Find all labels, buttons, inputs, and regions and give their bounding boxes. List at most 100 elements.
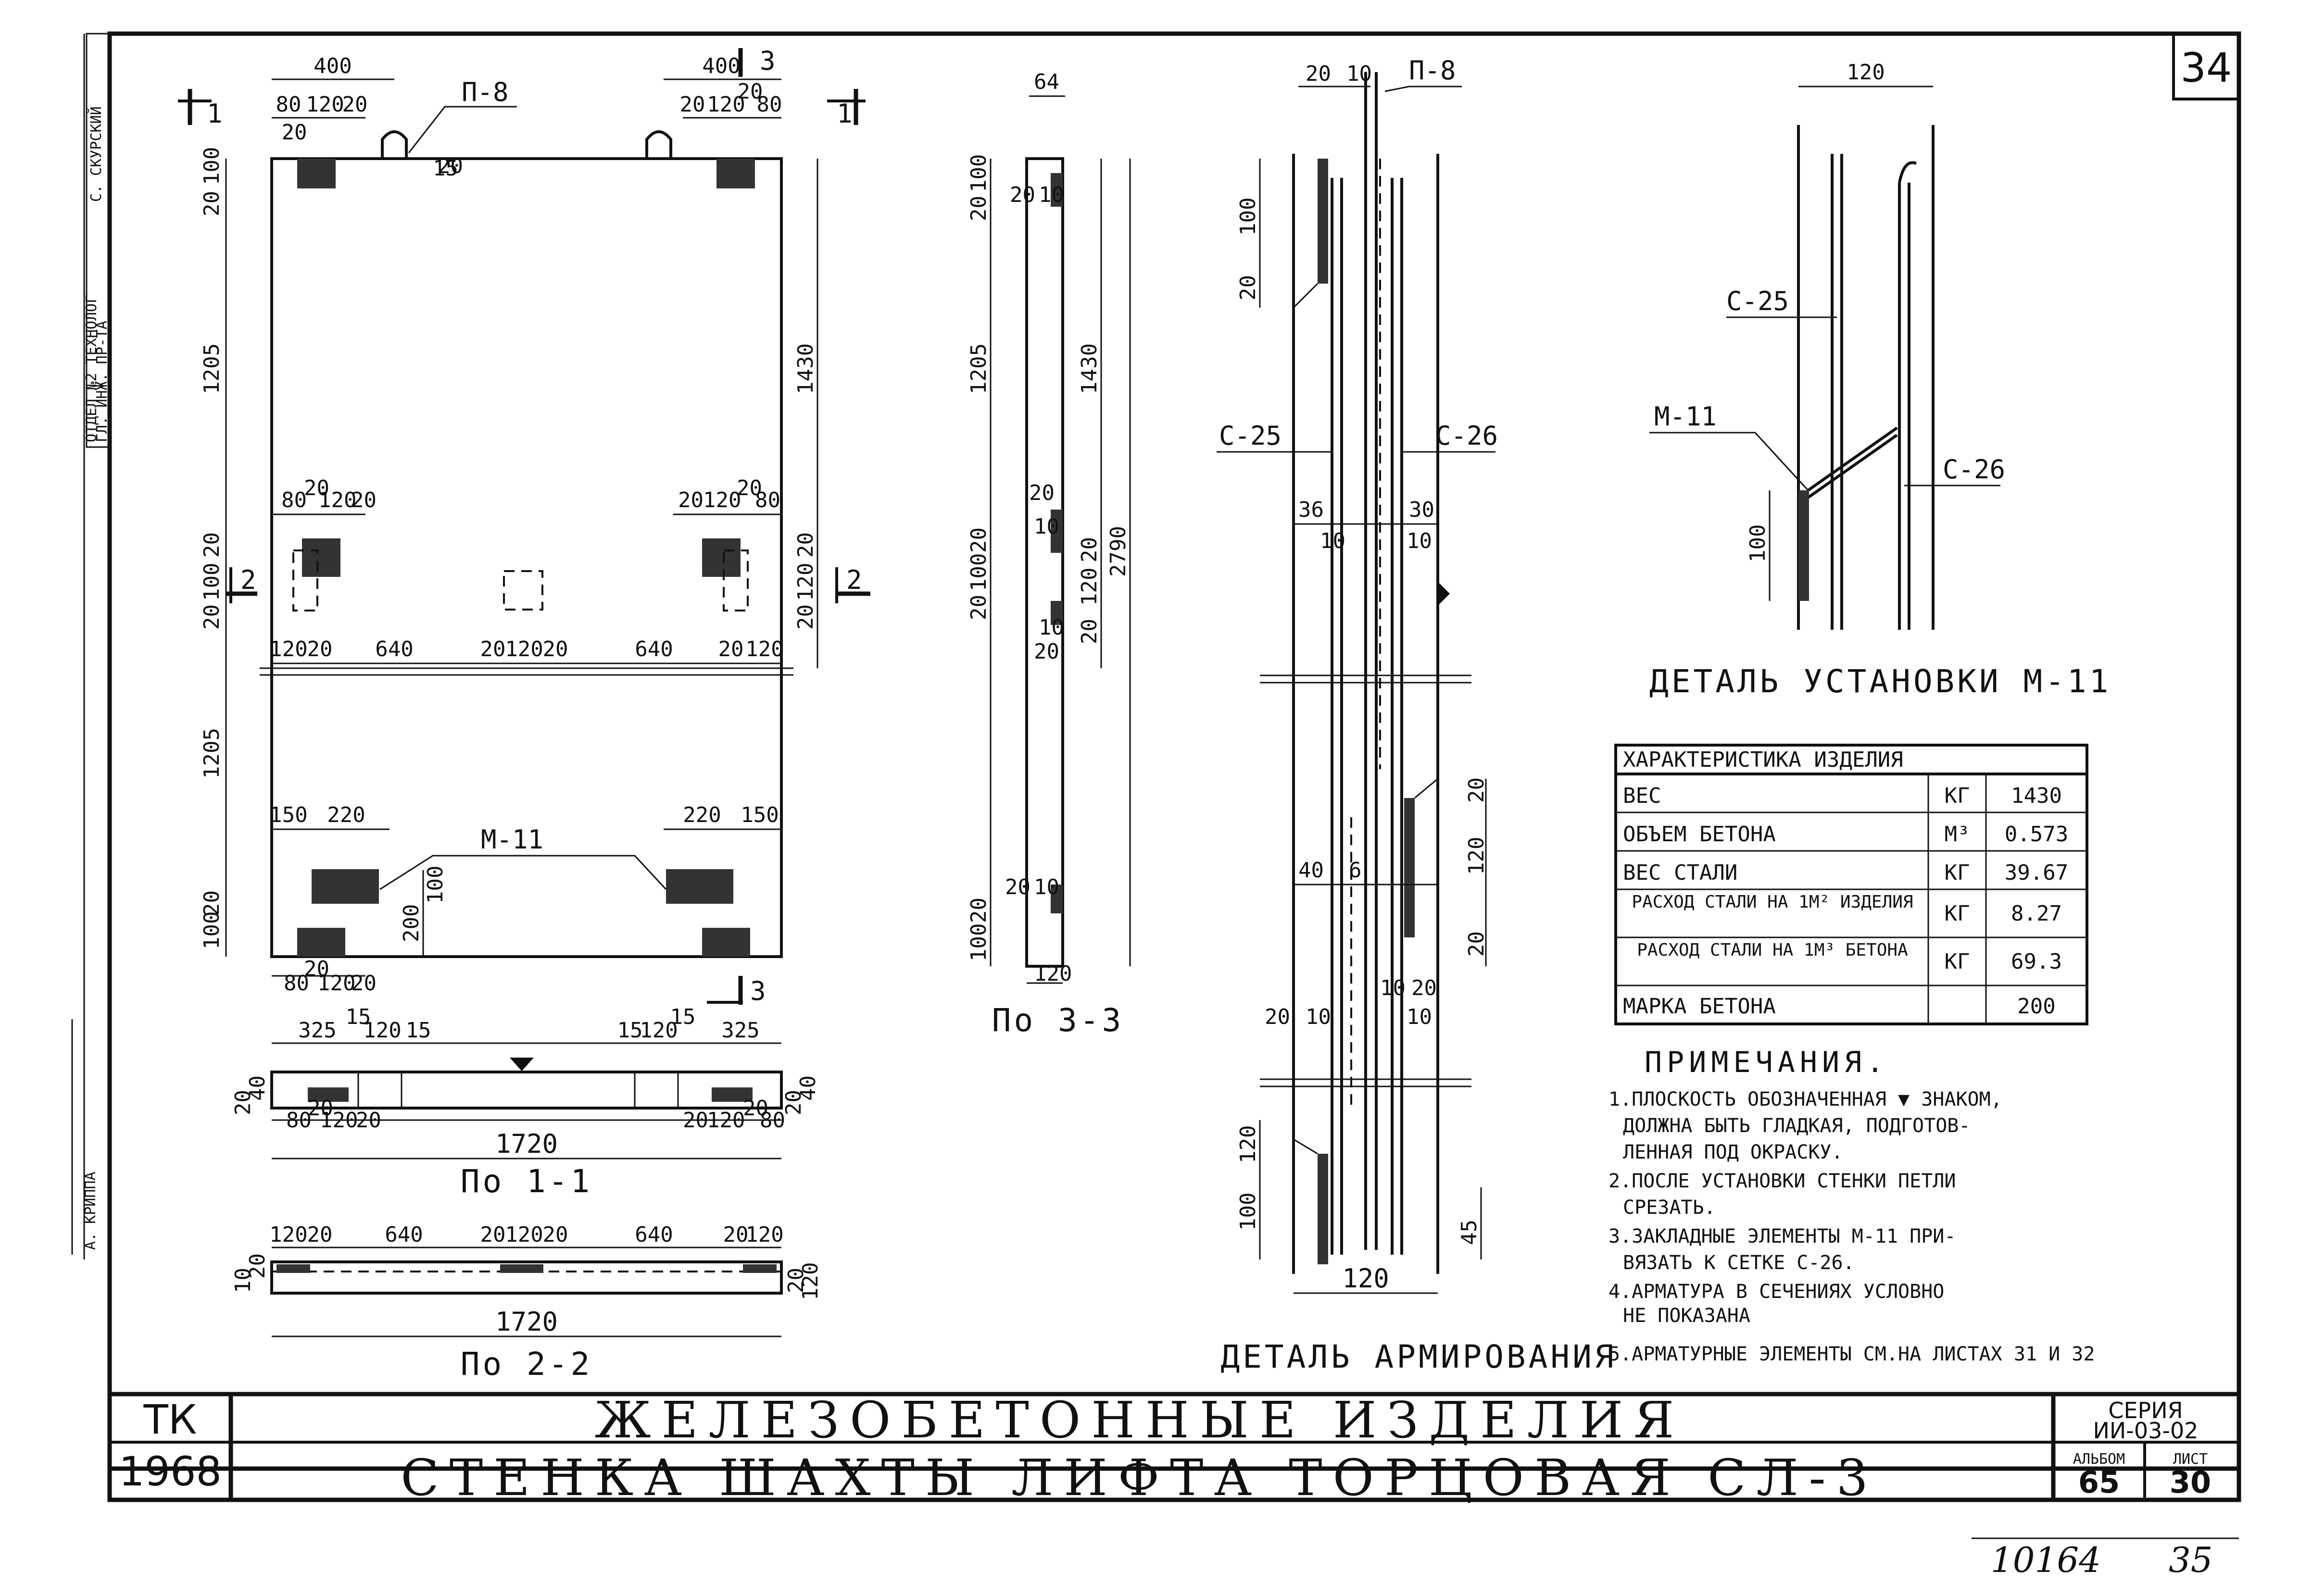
label-m11-elevation: М-11: [481, 824, 543, 855]
s11-dim-b-20-left-b: 20: [356, 1108, 381, 1133]
handwritten-number-right: 35: [2169, 1540, 2213, 1580]
s11-dim-side-20-l: 20: [231, 1090, 255, 1115]
dim-right-1430: 1430: [793, 343, 818, 394]
lift-loop-left: [381, 130, 408, 159]
reinforcement-detail: 20 10 П-8 100 20 С-25 С-26 36 30 10 10 4…: [1217, 55, 1616, 1375]
album-value: 65: [2078, 1465, 2120, 1500]
dim-mid-20-a: 20: [307, 637, 333, 661]
s33-dim-r-1430: 1430: [1077, 343, 1102, 394]
s11-dim-b-20-right-b: 20: [743, 1096, 768, 1121]
note-line-4: СРЕЗАТЬ.: [1623, 1197, 1716, 1219]
rd-dim-width: 120: [1342, 1263, 1389, 1294]
section-3-3-outline: [1025, 157, 1064, 968]
page-number: 34: [2181, 44, 2232, 91]
char-row-1-value: 0.573: [2005, 822, 2068, 847]
s11-dim-b-120-right: 120: [707, 1108, 745, 1133]
rd-dim-r-120: 120: [1464, 837, 1489, 875]
svg-text:2: 2: [240, 565, 256, 595]
anchor-top-right: [716, 159, 755, 188]
dim-top-20-left: 20: [342, 92, 368, 117]
note-line-0: 1.ПЛОСКОСТЬ ОБОЗНАЧЕННАЯ ▼ ЗНАКОМ,: [1608, 1088, 2002, 1110]
sheet-label: ЛИСТ: [2173, 1451, 2208, 1468]
svg-text:1: 1: [207, 99, 223, 129]
char-row-4-unit: КГ: [1945, 949, 1970, 974]
notes-header: ПРИМЕЧАНИЯ.: [1645, 1046, 1888, 1079]
section-2-2: 120 20 640 20 120 20 640 20 120 10 20 20…: [231, 1222, 823, 1383]
s11-dim-120-b: 120: [640, 1018, 678, 1043]
s11-dim-b-80-right: 80: [760, 1108, 785, 1133]
s33-dim-l-1205: 1205: [967, 343, 991, 394]
dim-mid-120-a: 120: [269, 637, 307, 661]
s33-dim-l-20-c: 20: [967, 527, 991, 553]
rd-caption: ДЕТАЛЬ АРМИРОВАНИЯ: [1220, 1338, 1616, 1375]
char-row-3-unit: КГ: [1945, 901, 1970, 926]
char-row-1-unit: М³: [1945, 822, 1970, 847]
id-caption: ДЕТАЛЬ УСТАНОВКИ М-11: [1649, 663, 2111, 700]
s33-dim-l-100: 100: [967, 154, 991, 192]
s33-dim-l-20-d: 20: [967, 898, 991, 923]
rd-dim-100: 100: [1236, 198, 1260, 236]
side-stamp-line2: ГЛ. ИНЖ. ПР-ТА: [94, 321, 111, 442]
s33-dim-l-20-b: 20: [967, 595, 991, 620]
s22-dim-20-d: 20: [723, 1222, 749, 1247]
dim-left-100-mid: 100: [200, 563, 224, 601]
s11-dim-b-20-left: 20: [308, 1096, 333, 1121]
s11-dim-b-120-left: 120: [320, 1108, 358, 1133]
dim-anchor-20-right-b: 20: [737, 476, 762, 500]
char-row-5-name: МАРКА БЕТОНА: [1623, 994, 1776, 1019]
rd-dim-36: 36: [1298, 498, 1324, 522]
install-detail-m11: 120 100 С-25 М-11 С-26 ДЕТАЛЬ УСТАНОВКИ …: [1649, 60, 2111, 700]
elevation-outline: [270, 157, 783, 958]
dim-bottom-20: 20: [304, 957, 329, 981]
sheet-frame: [107, 31, 2241, 1502]
note-line-7: 4.АРМАТУРА В СЕЧЕНИЯХ УСЛОВНО: [1608, 1281, 1944, 1303]
s22-dim-20-c: 20: [543, 1222, 568, 1247]
dim-left-20-mid2: 20: [200, 532, 224, 558]
dim-mid-640-a: 640: [375, 637, 413, 661]
dim-mid-640-b: 640: [635, 637, 673, 661]
dim-lower-220-right: 220: [683, 803, 721, 827]
s11-dim-15-c: 15: [617, 1018, 643, 1043]
s22-dim-120-c: 120: [745, 1222, 783, 1247]
dim-top-20-small: 20: [438, 154, 463, 178]
rd-dim-20-d: 20: [1265, 1005, 1290, 1029]
note-line-6: ВЯЗАТЬ К СЕТКЕ С-26.: [1623, 1252, 1855, 1274]
s11-dim-120-a: 120: [363, 1018, 401, 1043]
char-row-0-value: 1430: [2011, 784, 2062, 808]
svg-text:3: 3: [760, 46, 776, 76]
dim-anchor-80-left: 80: [281, 488, 307, 512]
section-mark-3-bottom: 3: [707, 976, 766, 1006]
title-sub: СТЕНКА ШАХТЫ ЛИФТА ТОРЦОВАЯ СЛ-3: [401, 1448, 1879, 1507]
s33-dim-width: 120: [1034, 961, 1072, 986]
dim-top-15: 15: [433, 156, 458, 181]
char-row-5-value: 200: [2017, 994, 2055, 1019]
id-label-c26: С-26: [1943, 454, 2005, 485]
s33-dim-64: 64: [1034, 70, 1059, 94]
s11-dim-15-a: 15: [346, 1005, 371, 1029]
s33-dim-l-20: 20: [967, 196, 991, 221]
svg-text:2: 2: [846, 565, 862, 595]
char-row-1-name: ОБЪЕМ БЕТОНА: [1623, 822, 1776, 847]
section-2-2-outline: [270, 1260, 783, 1295]
dim-left-100-top: 100: [200, 147, 224, 185]
anchor-mid-center: [503, 570, 543, 611]
dim-mid-120-c: 120: [745, 637, 783, 661]
anchor-bottom-right: [702, 928, 750, 957]
rd-label-p8: П-8: [1409, 55, 1456, 86]
note-line-2: ЛЕННАЯ ПОД ОКРАСКУ.: [1623, 1141, 1843, 1163]
rd-label-c26: С-26: [1435, 421, 1498, 451]
rd-dim-r-20-b: 20: [1464, 931, 1489, 957]
dim-lower-150-right: 150: [741, 803, 779, 827]
s33-dim-i-20: 20: [1010, 183, 1035, 207]
dim-top-20-right-b: 20: [738, 79, 763, 104]
dim-right-20-a: 20: [793, 604, 818, 630]
char-row-3-name: РАСХОД СТАЛИ НА 1М² ИЗДЕЛИЯ: [1632, 892, 1913, 912]
rd-dim-10-b: 10: [1407, 529, 1432, 553]
title-main: ЖЕЛЕЗОБЕТОННЫЕ ИЗДЕЛИЯ: [595, 1391, 1685, 1449]
rd-label-c25: С-25: [1219, 421, 1282, 451]
rd-dim-30: 30: [1409, 498, 1434, 522]
s22-dim-side-20-r: 20: [784, 1268, 808, 1293]
char-row-2-unit: КГ: [1945, 860, 1970, 885]
side-stamp: ОТДЕЛ №2 ТЕХНОЛОГ ГЛ. ИНЖ. ПР-ТА С. СКУР…: [71, 33, 111, 1255]
